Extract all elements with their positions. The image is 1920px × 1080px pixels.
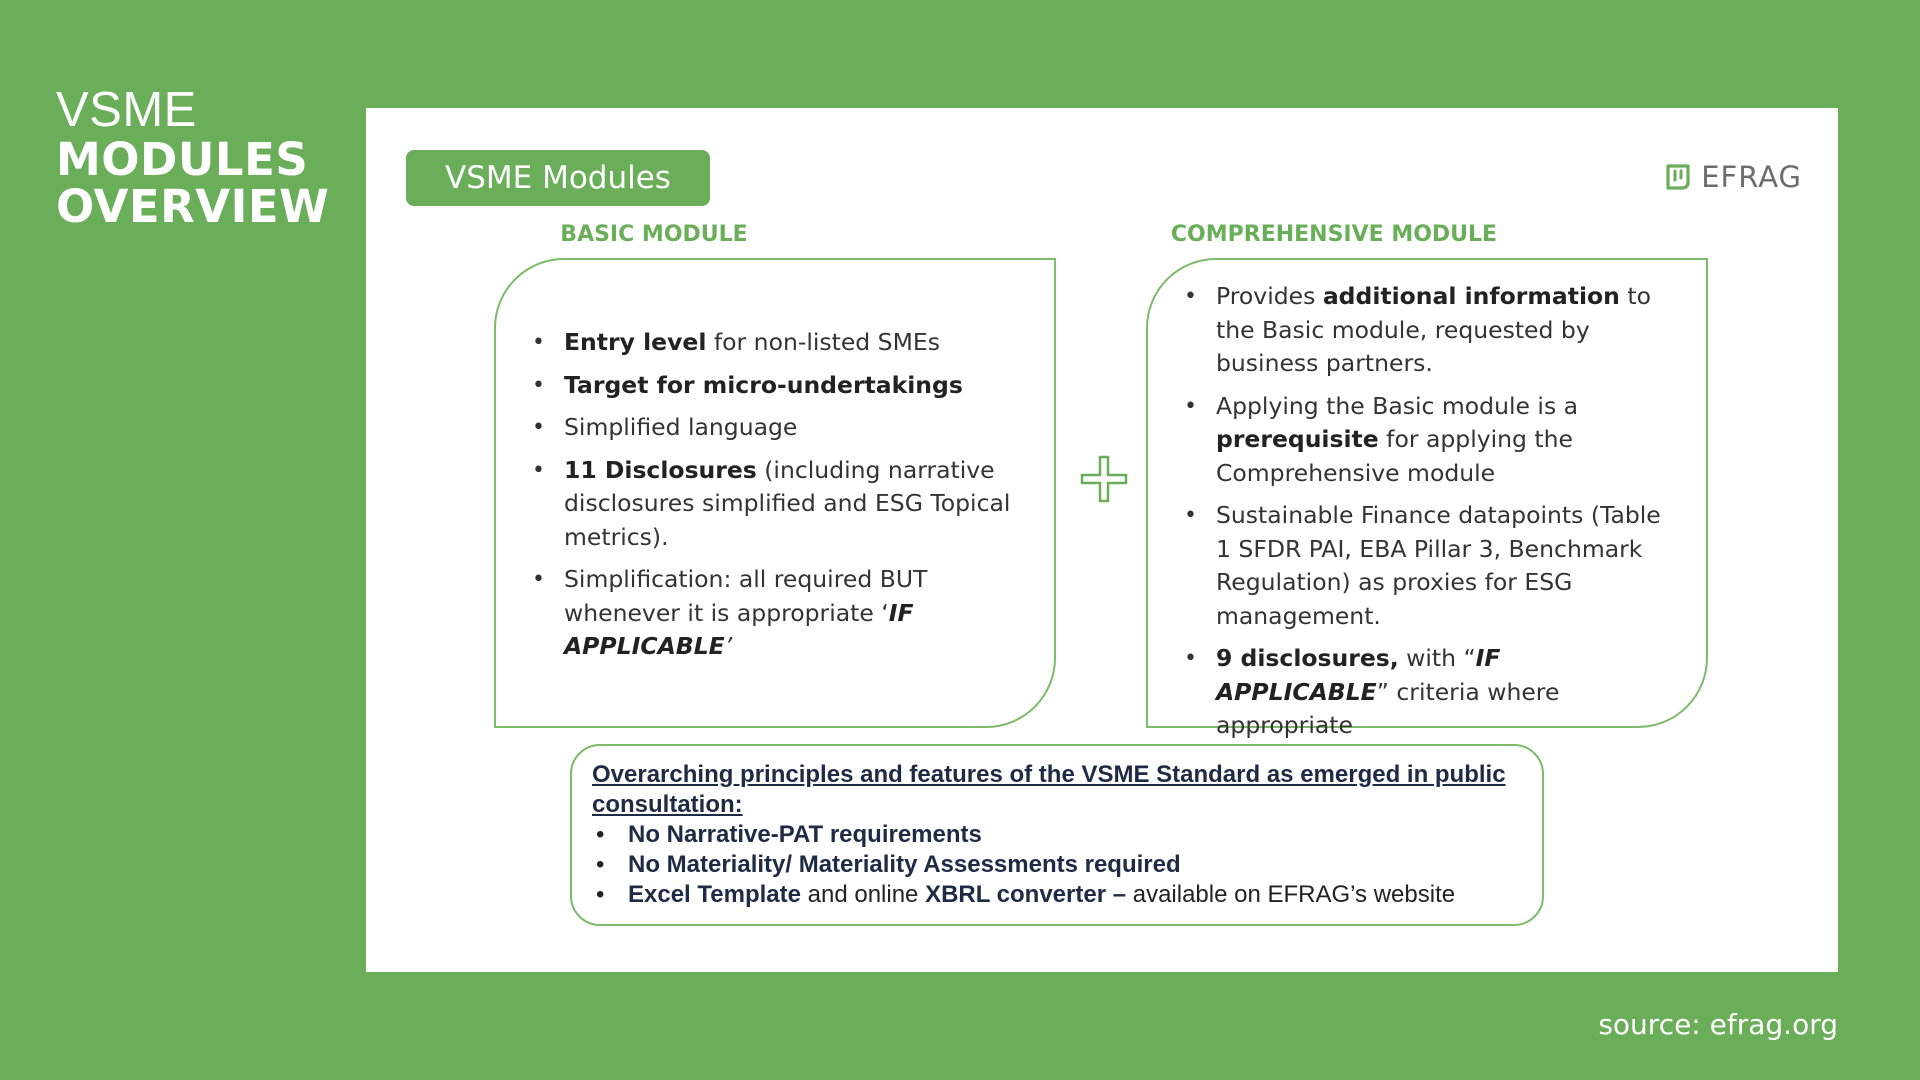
item-bold: XBRL converter – (925, 881, 1127, 908)
slide-title-pill: VSME Modules (406, 150, 710, 206)
item-bold: additional information (1322, 282, 1620, 310)
item-bold-italic: IF APPLICABLE (1216, 644, 1501, 706)
item-text: Simplified language (564, 413, 798, 441)
item-text: Applying the Basic module is a (1216, 391, 1579, 420)
overarching-list: No Narrative-PAT requirements No Materia… (592, 820, 1522, 910)
item-text: for applying the Comprehensive module (1216, 425, 1574, 487)
item-bold: Excel Template (628, 881, 801, 908)
item-text: and online (800, 881, 926, 908)
side-title-line3: OVERVIEW (56, 180, 330, 233)
comprehensive-module-list: Provides additional information to the B… (1184, 280, 1676, 743)
list-item: Entry level for non-listed SMEs (532, 326, 1024, 360)
item-text: (including narrative disclosures simplif… (564, 455, 1011, 551)
item-bold: Target for micro-undertakings (564, 370, 963, 399)
item-bold: 11 Disclosures (564, 455, 757, 484)
item-bold-italic: IF APPLICABLE (564, 598, 914, 661)
item-bold: No Narrative-PAT requirements (628, 821, 982, 848)
list-item: Simplified language (532, 411, 1024, 445)
item-text: Sustainable Finance datapoints (Table 1 … (1216, 501, 1661, 630)
item-text: to the Basic module, requested by busine… (1216, 282, 1651, 377)
list-item: Simplification: all required BUT wheneve… (532, 563, 1024, 664)
list-item: Excel Template and online XBRL converter… (592, 880, 1522, 910)
list-item: 11 Disclosures (including narrative disc… (532, 454, 1024, 555)
item-text: available on EFRAG’s website (1126, 881, 1456, 908)
item-bold: 9 disclosures, (1216, 644, 1399, 672)
item-text: for non-listed SMEs (706, 328, 940, 356)
basic-module-list: Entry level for non-listed SMEs Target f… (532, 326, 1024, 664)
comprehensive-module-title: COMPREHENSIVE MODULE (1170, 222, 1498, 247)
slide-panel: VSME Modules EFRAG BASIC MODULE Entry le… (366, 108, 1838, 972)
item-text: ’ (724, 632, 733, 660)
side-title-line1: VSME (56, 83, 197, 137)
list-item: Sustainable Finance datapoints (Table 1 … (1184, 499, 1676, 633)
item-bold: No Materiality/ Materiality Assessments … (628, 851, 1181, 878)
basic-module-title: BASIC MODULE (560, 222, 748, 247)
item-bold: prerequisite (1216, 425, 1379, 453)
list-item: 9 disclosures, with “IF APPLICABLE” crit… (1184, 642, 1676, 743)
item-text: ” criteria where appropriate (1216, 677, 1560, 740)
overarching-principles-box: Overarching principles and features of t… (570, 744, 1544, 926)
slide-title-label: VSME Modules (445, 160, 671, 196)
item-bold: Entry level (564, 328, 707, 356)
comprehensive-module-box: Provides additional information to the B… (1146, 258, 1708, 739)
item-text: Simplification: all required BUT wheneve… (564, 565, 928, 627)
list-item: No Narrative-PAT requirements (592, 820, 1522, 850)
plus-icon (1080, 455, 1128, 503)
item-text: with “ (1398, 644, 1476, 672)
source-caption: source: efrag.org (1598, 1008, 1838, 1041)
overarching-heading: Overarching principles and features of t… (592, 761, 1506, 818)
list-item: No Materiality/ Materiality Assessments … (592, 850, 1522, 880)
efrag-logo: EFRAG (1663, 160, 1802, 194)
side-title-line2: MODULES (56, 133, 309, 186)
item-text: Provides (1216, 282, 1323, 310)
basic-module-box: Entry level for non-listed SMEs Target f… (494, 258, 1056, 728)
logo-text: EFRAG (1701, 160, 1802, 194)
list-item: Provides additional information to the B… (1184, 280, 1676, 381)
side-title: VSME MODULES OVERVIEW (56, 83, 330, 233)
list-item: Target for micro-undertakings (532, 369, 1024, 403)
list-item: Applying the Basic module is a prerequis… (1184, 390, 1676, 491)
efrag-logo-icon (1666, 164, 1690, 190)
